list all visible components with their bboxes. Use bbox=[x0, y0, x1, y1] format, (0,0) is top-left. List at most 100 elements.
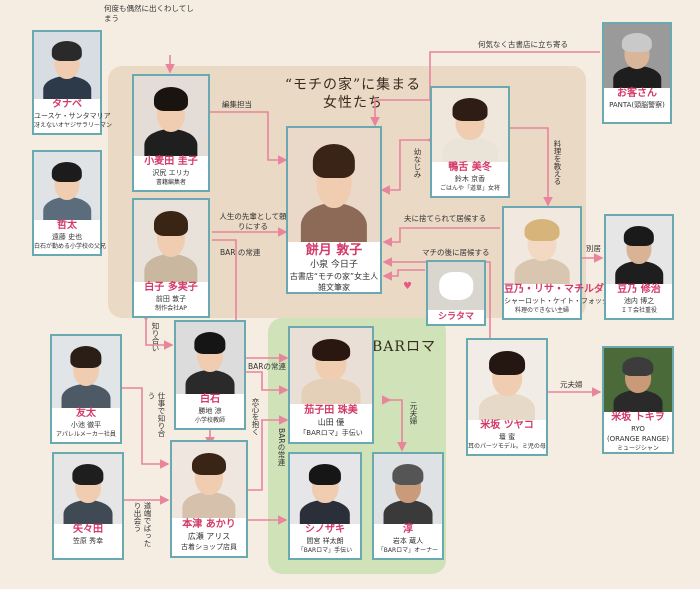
character-role: 「BARロマ」オーナー bbox=[377, 547, 439, 554]
edge-shiratama-mochi bbox=[382, 269, 425, 281]
edge-shiroko-nasuda bbox=[212, 239, 289, 363]
character-actor: 広瀬 アリス bbox=[187, 532, 231, 541]
character-role: 「BARロマ」手伝い bbox=[299, 429, 363, 437]
character-name: 白子 多実子 bbox=[144, 282, 198, 293]
character-name: 餅月 敦子 bbox=[305, 243, 363, 258]
relation-label-bar-jouren2: BARの常連 bbox=[248, 362, 286, 371]
relation-label-jinsei: 人生の先輩として頼りにする bbox=[219, 212, 287, 231]
edge-nasuda-jun bbox=[382, 395, 407, 452]
character-actor: 岩本 蔵人 bbox=[392, 537, 424, 545]
character-card-mameno[interactable]: 豆乃 修治池内 博之 ＩＴ会社重役 bbox=[604, 214, 674, 320]
relation-label-okyaku-mochi: 何気なく古書店に立ち寄る bbox=[478, 40, 568, 49]
character-actor: 小池 徹平 bbox=[70, 421, 102, 429]
relation-label-osananajimi: 幼なじみ bbox=[413, 148, 422, 178]
character-actor: 間宮 祥太朗 bbox=[306, 537, 344, 545]
character-name: 豆乃 修治 bbox=[617, 284, 661, 295]
edge-shiraishi-nasuda bbox=[246, 371, 289, 395]
character-card-mochizuki[interactable]: 餅月 敦子小泉 今日子古書店“モチの家”女主人雑文筆家 bbox=[286, 126, 382, 294]
edge-kamonomae-matilda bbox=[510, 127, 553, 207]
relation-label-moto-fufu2: 元夫婦 bbox=[560, 380, 583, 389]
character-name: 淳 bbox=[403, 524, 413, 535]
character-name: 豆乃・リサ・マチルダ bbox=[504, 284, 604, 295]
heart-icon: ♥ bbox=[403, 281, 412, 292]
character-name: タナベ bbox=[52, 99, 82, 110]
group-title-mochi-house: “モチの家”に集まる 女性たち bbox=[258, 76, 448, 112]
character-card-tsuyako[interactable]: 米坂 ツヤコ壇 蜜耳のパーツモデル。ミ児の母 bbox=[466, 338, 548, 456]
character-actor: RYO bbox=[631, 425, 645, 433]
relation-label-shigoto: 仕事で知り合う bbox=[147, 392, 166, 437]
character-role: ＩＴ会社重役 bbox=[620, 307, 657, 314]
character-card-matilda[interactable]: 豆乃・リサ・マチルダシャーロット・ケイト・フォックス料理のできない主婦 bbox=[502, 206, 616, 320]
relation-label-shiriai: 知り合い bbox=[151, 322, 160, 352]
character-card-tetsuta[interactable]: 哲太遠藤 史也白石が勤める小学校の父兄 bbox=[32, 150, 106, 256]
character-actor: ユースケ・サンタマリア bbox=[34, 112, 111, 120]
character-name: 米坂 トキヲ bbox=[611, 412, 665, 423]
character-name: シラタマ bbox=[437, 312, 474, 322]
relation-label-otto: 夫に捨てられて居候する bbox=[404, 214, 487, 223]
character-card-yuta[interactable]: 友太小池 徹平アパレルメーカー社員 bbox=[50, 334, 122, 444]
character-name: 茄子田 珠美 bbox=[304, 405, 358, 416]
character-role: ごはんや「道草」女将 bbox=[439, 185, 500, 192]
edge-tsuyako-mochi bbox=[382, 257, 491, 340]
relation-label-michibata: 道端でばったり出会う bbox=[133, 502, 152, 547]
character-role: 小学校教師 bbox=[194, 417, 225, 424]
edge-kamonomae-mochi bbox=[380, 135, 436, 195]
character-card-yayoda[interactable]: 矢々田笠原 秀幸 bbox=[52, 452, 124, 560]
character-name: 白石 bbox=[200, 394, 220, 405]
character-role: 冴えないオヤジサラリーマン bbox=[34, 122, 113, 129]
group-title-bar-roma: BARロマ bbox=[372, 339, 436, 355]
relation-label-bar-jouren3: BARの常連 bbox=[277, 428, 286, 466]
character-role: 制作会社AP bbox=[155, 305, 187, 312]
character-card-shinozaki[interactable]: シノザキ間宮 祥太朗「BARロマ」手伝い bbox=[288, 452, 362, 560]
character-card-shiratama[interactable]: シラタマ bbox=[426, 260, 486, 326]
character-name: シノザキ bbox=[305, 524, 345, 535]
character-card-shiraishi[interactable]: 白石勝地 涼小学校教師 bbox=[174, 320, 246, 430]
character-name: 哲太 bbox=[57, 220, 77, 231]
character-card-jun[interactable]: 淳岩本 蔵人「BARロマ」オーナー bbox=[372, 452, 444, 560]
character-actor: 山田 優 bbox=[317, 418, 345, 427]
relation-label-machi: マチの後に居候する bbox=[422, 248, 490, 257]
character-name: 友太 bbox=[76, 408, 96, 419]
relation-label-editor: 編集担当 bbox=[222, 100, 252, 109]
character-card-komugida[interactable]: 小麦田 圭子沢尻 エリカ書籍編集者 bbox=[132, 74, 210, 192]
character-name: 米坂 ツヤコ bbox=[480, 420, 534, 431]
character-actor-2: (ORANGE RANGE) bbox=[606, 435, 670, 443]
character-actor: 沢尻 エリカ bbox=[152, 169, 190, 177]
character-role: 古着ショップ店員 bbox=[181, 543, 237, 551]
character-role: アパレルメーカー社員 bbox=[56, 431, 116, 438]
relation-label-koigokoro: 恋心を抱く bbox=[251, 398, 260, 436]
character-name: 矢々田 bbox=[73, 524, 103, 535]
character-role: 料理のできない主婦 bbox=[514, 307, 569, 314]
relation-label-ryori: 料理を教える bbox=[553, 140, 562, 185]
edge-mototsu-nasuda bbox=[248, 415, 289, 491]
character-role-2: 雑文筆家 bbox=[318, 283, 350, 292]
character-actor: 壇 蜜 bbox=[498, 433, 516, 441]
character-card-kamonomae[interactable]: 鴨舌 美冬鈴木 京香ごはんや「道草」女将 bbox=[430, 86, 510, 198]
character-actor: 前田 敦子 bbox=[155, 295, 187, 303]
character-actor: 遠藤 史也 bbox=[51, 233, 83, 241]
character-role: 古書店“モチの家”女主人 bbox=[289, 272, 379, 281]
character-role: 耳のパーツモデル。ミ児の母 bbox=[468, 443, 546, 450]
character-actor: 鈴木 京香 bbox=[454, 175, 486, 183]
character-actor: 小泉 今日子 bbox=[310, 260, 358, 270]
edge-matilda-mochi bbox=[382, 227, 500, 247]
group-title-line2: 女性たち bbox=[323, 95, 383, 111]
edge-komugida-mochi bbox=[210, 111, 288, 165]
character-role: ミュージシャン bbox=[617, 445, 659, 452]
character-actor: 笠原 秀幸 bbox=[72, 537, 104, 545]
character-name: 鴨舌 美冬 bbox=[448, 162, 492, 173]
character-actor: 池内 博之 bbox=[623, 297, 655, 305]
group-title-line1: “モチの家”に集まる bbox=[284, 77, 422, 93]
character-role: 書籍編集者 bbox=[155, 179, 186, 186]
relation-label-tanabe-mochi: 何度も偶然に出くわしてしまう bbox=[104, 4, 194, 23]
character-card-shiroko[interactable]: 白子 多実子前田 敦子制作会社AP bbox=[132, 198, 210, 318]
character-role: 「BARロマ」手伝い bbox=[297, 547, 353, 554]
character-card-nasuda[interactable]: 茄子田 珠美山田 優「BARロマ」手伝い bbox=[288, 326, 374, 444]
character-card-mototsu[interactable]: 本津 あかり広瀬 アリス古着ショップ店員 bbox=[170, 440, 248, 558]
character-actor: シャーロット・ケイト・フォックス bbox=[504, 297, 616, 305]
character-name: お客さん bbox=[617, 88, 657, 99]
character-card-tokiwo[interactable]: 米坂 トキヲ RYO (ORANGE RANGE) ミュージシャン bbox=[602, 346, 674, 454]
edge-yuta-mototsu bbox=[112, 383, 170, 469]
character-card-tanabe[interactable]: タナベユースケ・サンタマリア冴えないオヤジサラリーマン bbox=[32, 30, 113, 135]
